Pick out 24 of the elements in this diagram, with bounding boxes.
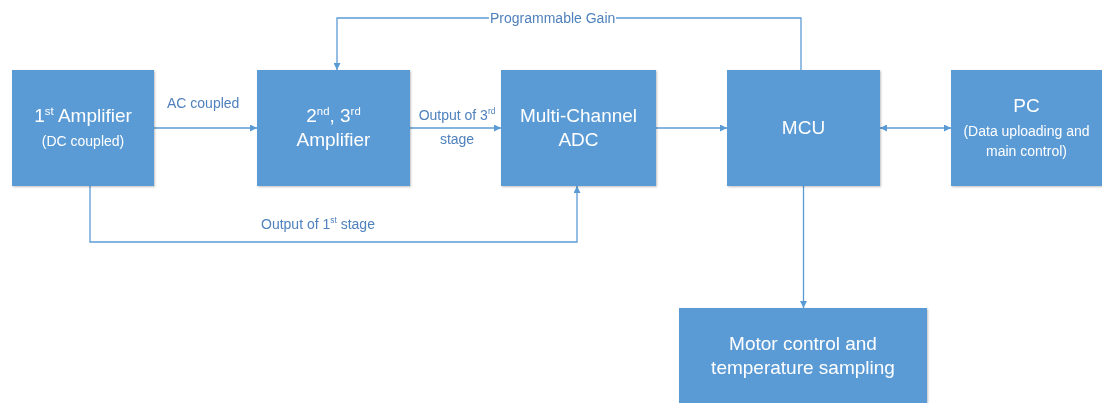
edge-label: AC coupled <box>166 94 241 113</box>
process-box <box>501 70 656 186</box>
arrow <box>655 124 728 132</box>
process-box <box>12 70 154 186</box>
arrow <box>879 124 952 132</box>
process-box <box>727 70 880 186</box>
box-title: 2$^{nd}$, 3$^{rd}$ Amplifier <box>295 104 372 152</box>
box-title: 1$^{st}$ Amplifier <box>34 104 132 129</box>
box-title: PC <box>1013 94 1040 119</box>
arrow <box>89 185 581 243</box>
box-subtitle: (Data uploading and main control) <box>962 122 1091 162</box>
box-title: Motor control and temperature sampling <box>710 331 896 380</box>
process-box <box>951 70 1102 186</box>
edge-label: Output of 3$^{rd}$ stage <box>417 105 497 149</box>
process-box <box>257 70 410 186</box>
process-box <box>679 308 927 403</box>
edge-label: Output of 1$^{st}$ stage <box>260 215 376 234</box>
box-subtitle: (DC coupled) <box>41 132 125 152</box>
box-title: Multi-Channel ADC <box>518 104 639 152</box>
box-title: MCU <box>781 116 826 140</box>
arrow <box>153 124 258 132</box>
arrow <box>800 185 807 309</box>
arrow <box>409 124 502 132</box>
edge-label: Programmable Gain <box>489 9 617 28</box>
